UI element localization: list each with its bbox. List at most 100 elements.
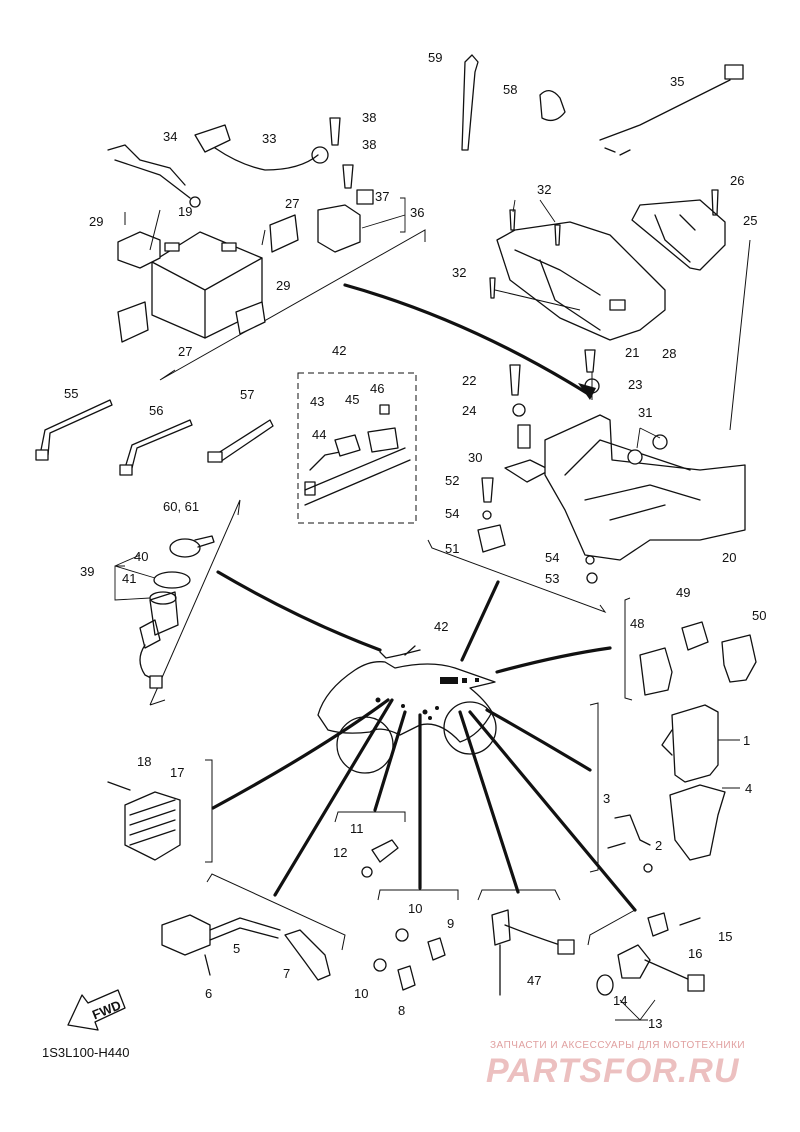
callout-40: 40: [134, 549, 148, 564]
watermark-brand: PARTSFOR.RU: [486, 1052, 740, 1090]
callout-31: 31: [638, 405, 652, 420]
callout-19: 19: [178, 204, 192, 219]
sensor-group: [361, 839, 399, 878]
callout-2: 2: [655, 838, 662, 853]
callout-10a: 10: [408, 901, 422, 916]
callout-47: 47: [527, 973, 541, 988]
callout-29b: 29: [276, 278, 290, 293]
sub-harness-35: [599, 79, 731, 156]
callout-28: 28: [662, 346, 676, 361]
top-right-group: [461, 54, 751, 584]
callout-50: 50: [752, 608, 766, 623]
callout-29a: 29: [89, 214, 103, 229]
callout-13: 13: [648, 1016, 662, 1031]
callout-53: 53: [545, 571, 559, 586]
callout-3: 3: [603, 791, 610, 806]
relays-group: [639, 621, 757, 696]
callout-numbers: 1 2 3 4 5 6 7 8 9 10 10 11 12 13 14 15 1…: [64, 50, 766, 1031]
callout-24: 24: [462, 403, 476, 418]
callout-10b: 10: [354, 986, 368, 1001]
callout-45: 45: [345, 392, 359, 407]
battery-group: [107, 117, 374, 343]
callout-46: 46: [370, 381, 384, 396]
callout-17: 17: [170, 765, 184, 780]
cable-ties: [35, 399, 274, 476]
callout-60-61: 60, 61: [163, 499, 199, 514]
callout-7: 7: [283, 966, 290, 981]
callout-51: 51: [445, 541, 459, 556]
pad-27-bottom: [117, 301, 149, 343]
callout-37: 37: [375, 189, 389, 204]
callout-26: 26: [730, 173, 744, 188]
callout-8: 8: [398, 1003, 405, 1018]
cable-tie-59: [461, 54, 479, 151]
callout-52: 52: [445, 473, 459, 488]
callout-49: 49: [676, 585, 690, 600]
callout-39: 39: [80, 564, 94, 579]
callout-32b: 32: [452, 265, 466, 280]
pad-29-left: [117, 231, 161, 269]
callout-5: 5: [233, 941, 240, 956]
callout-1: 1: [743, 733, 750, 748]
callout-20: 20: [722, 550, 736, 565]
motorcycle-outline: [317, 645, 497, 774]
callout-42b: 42: [434, 619, 448, 634]
callout-16: 16: [688, 946, 702, 961]
bracket-4: [669, 784, 726, 861]
cap-7: [284, 929, 331, 981]
callout-9: 9: [447, 916, 454, 931]
group-frames: [149, 229, 636, 951]
bracket-25: [631, 199, 726, 271]
callout-54a: 54: [445, 506, 459, 521]
coil-5: [161, 914, 211, 956]
callout-42a: 42: [332, 343, 346, 358]
bolt-22: [509, 364, 521, 396]
callout-15: 15: [718, 929, 732, 944]
callout-11: 11: [350, 821, 364, 836]
rectifier-17: [124, 791, 181, 861]
ecu-group: [607, 704, 726, 873]
callout-4: 4: [745, 781, 752, 796]
collar-24: [512, 403, 526, 417]
callout-21: 21: [625, 345, 639, 360]
fwd-arrow: FWD: [67, 989, 126, 1031]
callout-59: 59: [428, 50, 442, 65]
relay-49: [681, 621, 709, 651]
callout-55: 55: [64, 386, 78, 401]
callout-35: 35: [670, 74, 684, 89]
callout-58: 58: [503, 82, 517, 97]
callout-38b: 38: [362, 137, 376, 152]
callout-6: 6: [205, 986, 212, 1001]
damper-31a: [627, 449, 643, 465]
battery-lead-34: [107, 144, 191, 199]
kit-42-frame: [297, 372, 417, 524]
switches-group: [373, 928, 446, 991]
rectifier-group: [107, 781, 181, 861]
callout-57: 57: [240, 387, 254, 402]
damper-31b: [652, 434, 668, 450]
callout-32a: 32: [537, 182, 551, 197]
callout-56: 56: [149, 403, 163, 418]
callout-54b: 54: [545, 550, 559, 565]
starter-relay-36: [317, 204, 361, 253]
callout-27b: 27: [178, 344, 192, 359]
callout-23: 23: [628, 377, 642, 392]
kit-42-group: [304, 404, 411, 506]
callout-33: 33: [262, 131, 276, 146]
pad-27-top: [269, 214, 299, 253]
pad-30: [504, 459, 551, 483]
pad-29-right: [235, 301, 266, 335]
callout-44: 44: [312, 427, 326, 442]
callout-43: 43: [310, 394, 324, 409]
relay-48: [639, 647, 673, 696]
sidestand-switch-group: [491, 909, 575, 996]
watermark-subtitle: ЗАПЧАСТИ И АКСЕССУАРЫ ДЛЯ МОТОТЕХНИКИ: [490, 1040, 746, 1051]
battery-box-20: [544, 414, 746, 561]
bolts-38: [329, 117, 354, 189]
callout-12: 12: [333, 845, 347, 860]
leader-lines: [211, 283, 637, 912]
callout-36: 36: [410, 205, 424, 220]
callout-38a: 38: [362, 110, 376, 125]
callout-34: 34: [163, 129, 177, 144]
